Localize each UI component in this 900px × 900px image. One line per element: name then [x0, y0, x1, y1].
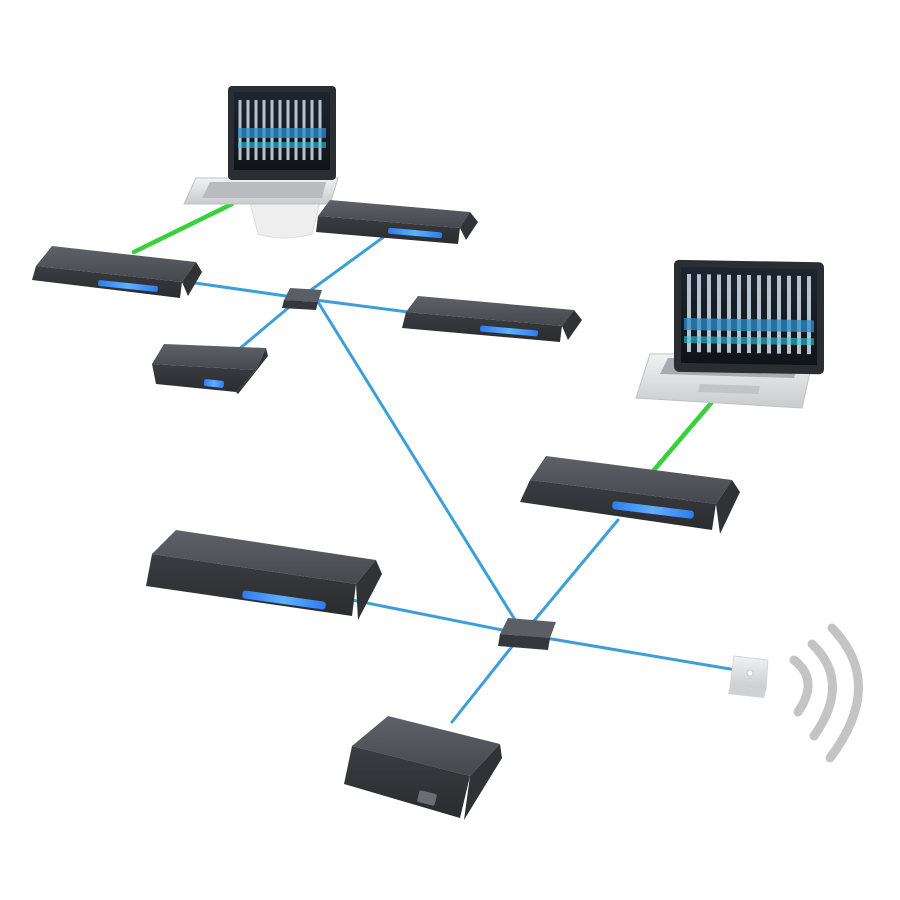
wifi-signal-icon	[789, 623, 863, 763]
wireless-ap	[728, 655, 769, 698]
led-bar	[388, 227, 442, 239]
switch-bottom	[498, 618, 556, 650]
wifi-arc-2	[807, 639, 837, 741]
link-switch-bottom-rack-left-bottom	[350, 598, 524, 636]
wifi-arc-3	[825, 623, 863, 763]
link-switch-top-switch-bottom	[316, 300, 522, 630]
rack-left-bottom	[146, 530, 382, 620]
led-bar	[242, 590, 326, 610]
link-switch-bottom-wireless-ap	[520, 632, 738, 672]
wifi-arc-1	[789, 655, 813, 717]
laptop-right	[635, 259, 824, 409]
led-bar	[480, 325, 538, 337]
led-bar	[203, 379, 225, 388]
rack-left-top	[32, 246, 202, 298]
compact-interface	[152, 344, 268, 394]
host-link-laptop-top	[131, 201, 235, 255]
switch-top	[282, 288, 322, 310]
rack-upper-middle	[316, 200, 478, 244]
links-layer	[131, 201, 738, 724]
desktop-interface-port	[417, 790, 437, 806]
link-switch-bottom-rack-right-middle	[526, 518, 620, 630]
led-bar	[612, 501, 694, 519]
led-bar	[98, 280, 158, 292]
host-link-laptop-right	[651, 399, 715, 473]
laptop-top	[183, 86, 339, 239]
rack-right-top	[402, 296, 582, 342]
link-switch-top-rack-upper-middle	[298, 234, 387, 300]
link-switch-bottom-desktop-interface	[450, 632, 524, 724]
link-switch-top-rack-left-top	[186, 280, 302, 300]
desktop-interface	[344, 716, 502, 820]
rack-right-middle	[520, 456, 740, 534]
laptop-stand	[249, 201, 321, 239]
